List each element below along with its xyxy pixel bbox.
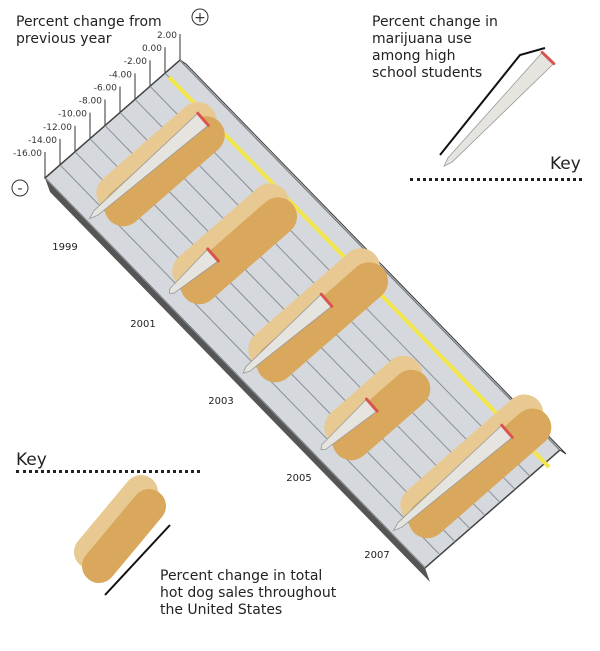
hotdog-bar	[104, 116, 225, 227]
tick-label: -12.00	[43, 123, 72, 133]
plus-label: +	[194, 10, 206, 26]
joint-bar-tip	[500, 423, 514, 439]
plus-icon	[191, 8, 209, 26]
joint-bar-tip	[365, 397, 379, 413]
top-key-line: Percent change in	[372, 14, 498, 30]
joint-bar-tip	[206, 247, 220, 263]
platform-edge	[45, 178, 430, 582]
top-key-text: Percent change in marijuana use among hi…	[372, 14, 498, 82]
tick-label: 2.00	[157, 31, 177, 41]
year-label: 2007	[364, 550, 389, 561]
gridline	[44, 177, 426, 569]
top-key-line: marijuana use	[372, 31, 472, 47]
top-key-title: Key	[550, 154, 581, 174]
tick-label: -6.00	[94, 83, 118, 93]
tick-label: -10.00	[58, 110, 87, 120]
minus-label: -	[17, 181, 22, 197]
tick-label: -2.00	[124, 57, 148, 67]
tick-label: -8.00	[79, 97, 103, 107]
bottom-key-text: Percent change in total hot dog sales th…	[160, 568, 336, 619]
axis-title: Percent change from previous year	[16, 14, 166, 48]
joint-bar-tip	[319, 292, 334, 308]
bottom-key-line: hot dog sales throughout	[160, 585, 337, 601]
key-hotdog	[82, 489, 166, 583]
year-label: 1999	[52, 242, 77, 253]
axis-title-text: Percent change from previous year	[16, 14, 162, 47]
bottom-key-line: Percent change in total	[160, 568, 323, 584]
tick-label: 0.00	[142, 44, 162, 54]
key-joint-tip	[540, 50, 556, 66]
hotdog-bar	[408, 408, 552, 539]
year-label: 2003	[208, 396, 233, 407]
bottom-key-line: the United States	[160, 602, 283, 618]
hotdog-bar	[180, 197, 298, 305]
key-joint-bracket	[439, 47, 546, 156]
hotdog-bar	[256, 262, 389, 383]
hotdog-bar	[332, 369, 431, 461]
joint-bar-tip	[196, 111, 210, 127]
year-label: 2001	[130, 319, 155, 330]
tick-label: -14.00	[28, 136, 57, 146]
year-label: 2005	[286, 473, 311, 484]
top-key-divider	[410, 178, 582, 181]
top-key-line: school students	[372, 65, 483, 81]
tick-label: -16.00	[13, 149, 42, 159]
bottom-key-divider	[16, 470, 200, 473]
bottom-key-title: Key	[16, 450, 47, 470]
key-hotdog-bracket	[104, 524, 171, 596]
minus-icon	[11, 179, 29, 197]
gridline	[59, 164, 441, 556]
top-key-line: among high	[372, 48, 456, 64]
tick-label: -4.00	[109, 70, 133, 80]
